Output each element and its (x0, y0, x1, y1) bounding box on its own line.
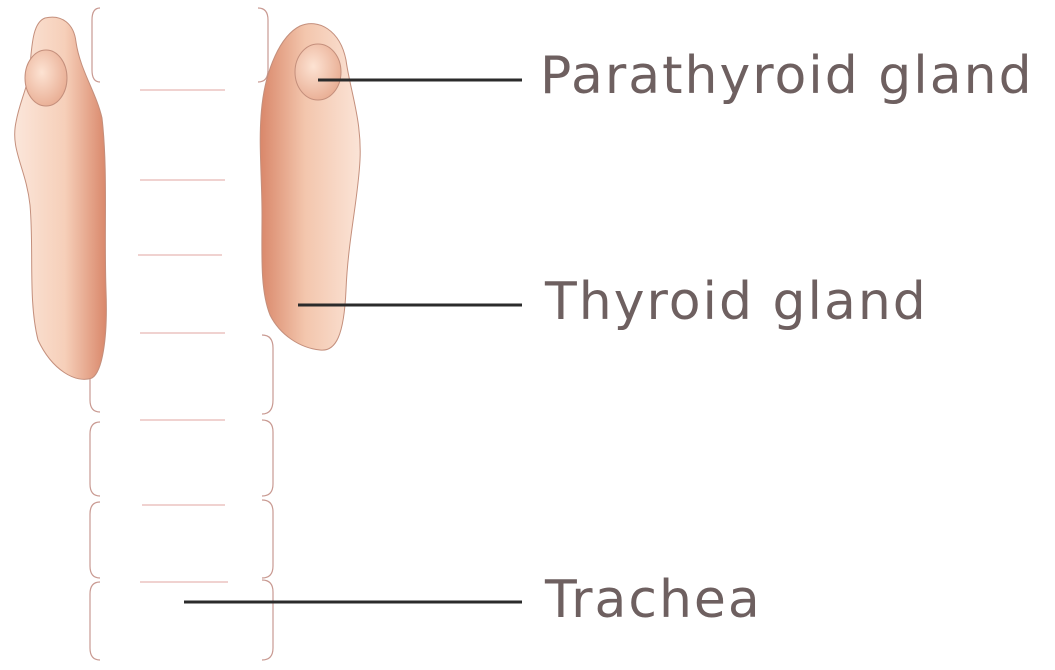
parathyroid-right (295, 44, 341, 100)
trachea-segment-1 (90, 335, 273, 414)
parathyroid-left (25, 50, 67, 106)
trachea-segment-upper (92, 8, 268, 82)
trachea-segment-3 (90, 500, 273, 578)
trachea-segment-2 (90, 420, 273, 496)
label-parathyroid-gland: Parathyroid gland (540, 46, 1034, 106)
label-trachea: Trachea (545, 570, 762, 630)
label-thyroid-gland: Thyroid gland (545, 272, 928, 332)
trachea-segment-4 (90, 580, 273, 660)
